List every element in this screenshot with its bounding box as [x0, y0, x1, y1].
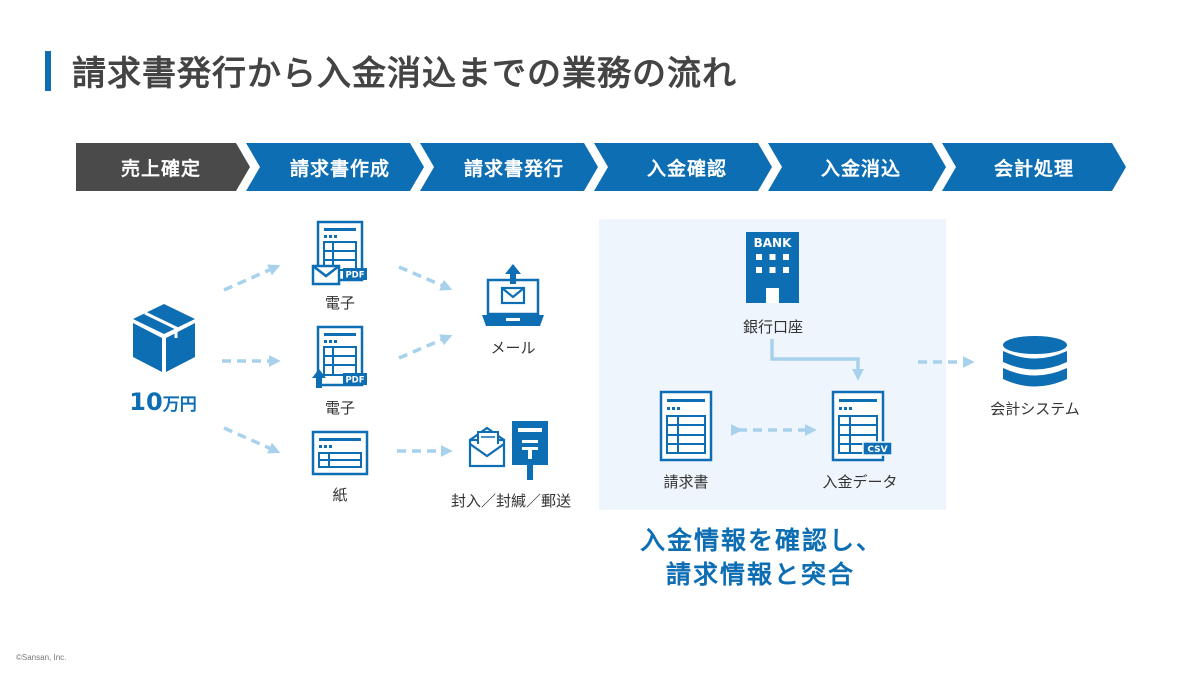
step-chevron-3: [420, 143, 598, 191]
amount-number: 10: [129, 388, 163, 416]
arrow-product-to-paper-invoice: [223, 426, 281, 454]
invoice-label: 請求書: [663, 473, 709, 491]
accounting-system-label: 会計システム: [990, 400, 1080, 418]
title-accent-bar: [45, 51, 51, 91]
bank-icon-text: BANK: [754, 236, 792, 250]
arrow-upload-to-email: [398, 334, 453, 360]
amount-unit: 万円: [162, 395, 197, 415]
page-title: 請求書発行から入金消込までの業務の流れ: [72, 54, 737, 94]
caption-line-1: 入金情報を確認し、: [640, 526, 884, 555]
laptop-email-send-icon: [482, 264, 544, 326]
bank-building-icon: BANK: [746, 232, 799, 303]
amount-label: 10万円: [129, 388, 196, 416]
csv-badge: CSV: [867, 445, 887, 455]
delivery-label-email: メール: [490, 339, 536, 357]
process-steps-shapes: [76, 143, 1126, 191]
database-icon: [1003, 336, 1067, 387]
copyright: ©Sansan, Inc.: [16, 653, 67, 662]
caption-line-2: 請求情報と突合: [666, 560, 856, 589]
envelope-postbox-icon: [468, 421, 548, 480]
process-steps: 売上確定 請求書作成 請求書発行 入金確認 入金消込 会計処理: [0, 143, 1200, 191]
arrow-product-to-email-invoice: [223, 264, 281, 292]
pdf-badge-2: PDF: [345, 376, 364, 386]
payment-data-label: 入金データ: [822, 473, 898, 491]
step-accounting: 会計処理: [993, 157, 1074, 180]
delivery-label-post: 封入／封緘／郵送: [450, 492, 572, 510]
pdf-badge-1: PDF: [345, 271, 364, 281]
invoice-pdf-email-icon: PDF: [311, 220, 367, 286]
paper-invoice-icon: [311, 430, 369, 476]
step-invoice-issue: 請求書発行: [463, 157, 564, 180]
step-chevron-4: [594, 143, 772, 191]
step-chevron-5: [768, 143, 946, 191]
arrow-bank-to-payment-data: [770, 339, 864, 381]
step-chevron-1: [76, 143, 250, 191]
invoice-type-label-1: 電子: [324, 294, 356, 312]
package-box-icon: [133, 304, 195, 372]
step-payment-confirmation: 入金確認: [646, 157, 727, 180]
payment-data-csv-icon: CSV: [831, 390, 893, 462]
arrow-invoice-to-email: [398, 265, 453, 291]
invoice-type-label-3: 紙: [332, 486, 348, 504]
step-sales-confirmed: 売上確定: [120, 157, 201, 180]
reconciliation-caption: 入金情報を確認し、 請求情報と突合: [640, 524, 883, 592]
step-chevron-2: [246, 143, 424, 191]
step-payment-reconciliation: 入金消込: [820, 157, 901, 180]
step-invoice-creation: 請求書作成: [289, 157, 390, 180]
invoice-pdf-upload-icon: PDF: [312, 325, 367, 388]
invoice-type-label-2: 電子: [324, 399, 356, 417]
step-chevron-6: [942, 143, 1126, 191]
bank-account-label: 銀行口座: [742, 318, 804, 336]
invoice-document-icon: [659, 390, 713, 462]
